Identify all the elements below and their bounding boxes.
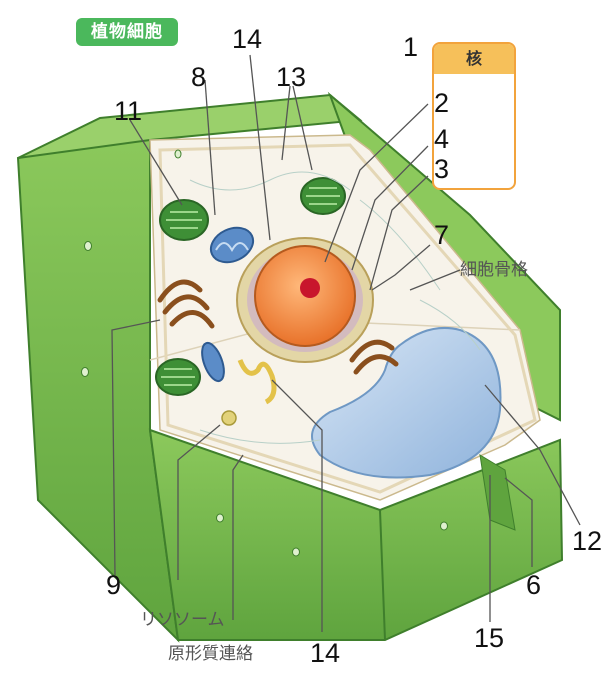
label-2: 2 xyxy=(434,90,449,117)
label-plasmodesma: 原形質連絡 xyxy=(168,646,253,663)
label-4: 4 xyxy=(434,126,449,153)
label-6: 6 xyxy=(526,572,541,599)
label-cytoskeleton: 細胞骨格 xyxy=(460,262,528,279)
label-13: 13 xyxy=(276,64,306,91)
label-1: 1 xyxy=(403,34,418,61)
label-lysosome: リソソーム xyxy=(140,612,225,629)
label-15: 15 xyxy=(474,625,504,652)
legend-header: 核 xyxy=(434,44,514,74)
label-11: 11 xyxy=(114,98,142,125)
nucleolus xyxy=(300,278,320,298)
label-14-bottom: 14 xyxy=(310,640,340,667)
label-7: 7 xyxy=(434,222,449,249)
title-badge: 植物細胞 xyxy=(76,18,178,46)
label-14-top: 14 xyxy=(232,26,262,53)
label-12: 12 xyxy=(572,528,602,555)
label-9: 9 xyxy=(106,572,121,599)
label-3: 3 xyxy=(434,156,449,183)
label-8: 8 xyxy=(191,64,206,91)
